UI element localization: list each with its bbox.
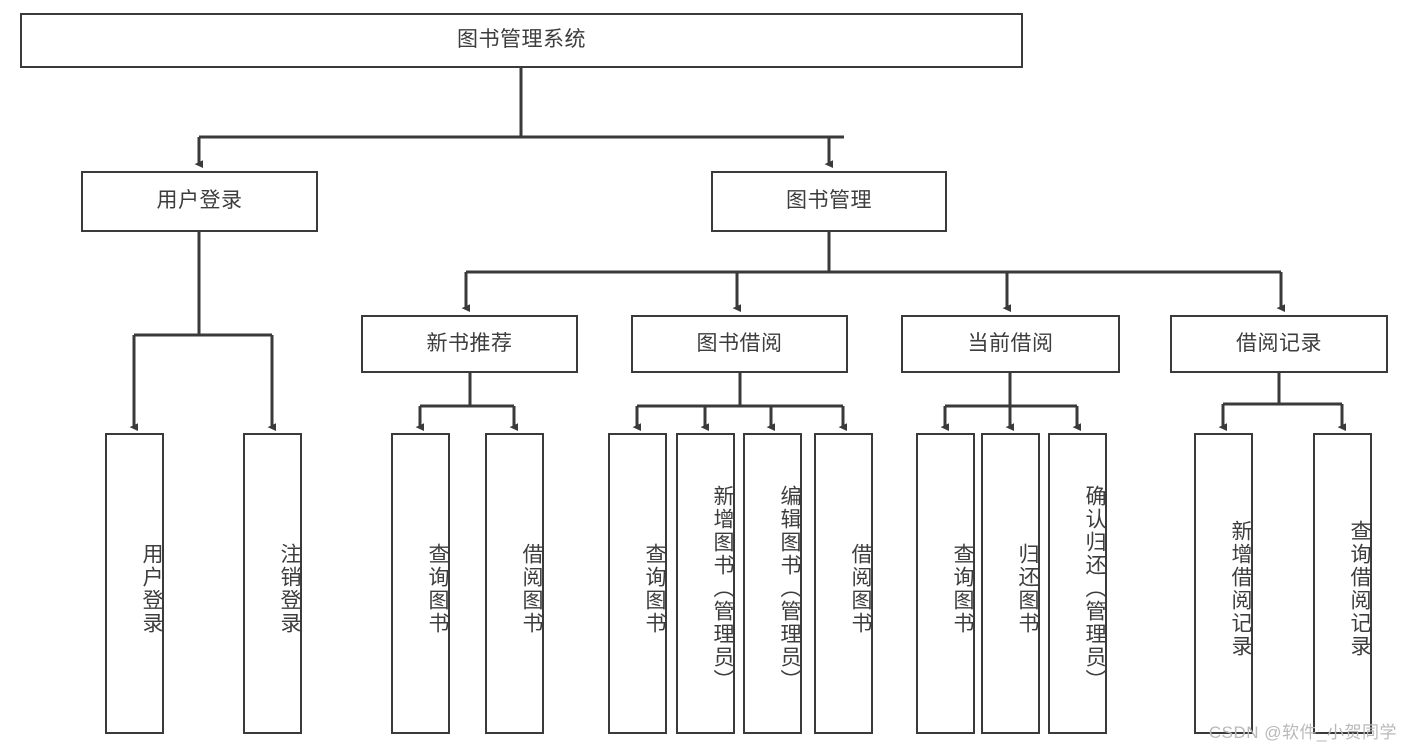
node-new-book-recommend-label: 新书推荐 [426,331,513,355]
node-leaf-edit-book-admin-label: 编辑图书（管理员） [778,485,801,692]
node-leaf-query-book-1-label: 查询图书 [426,542,449,635]
node-book-manage-label: 图书管理 [786,189,872,213]
node-book-borrow[interactable]: 图书借阅 [631,315,848,373]
node-leaf-add-book-admin[interactable]: 新增图书（管理员） [676,433,735,734]
node-leaf-add-borrow-record[interactable]: 新增借阅记录 [1194,433,1253,734]
node-leaf-query-borrow-record-label: 查询借阅记录 [1348,519,1371,658]
node-leaf-borrow-book-1-label: 借阅图书 [520,542,543,635]
node-leaf-query-book-2[interactable]: 查询图书 [608,433,667,734]
node-leaf-query-book-3-label: 查询图书 [951,542,974,635]
node-leaf-user-login-label: 用户登录 [140,542,163,635]
node-leaf-confirm-return-admin-label: 确认归还（管理员） [1083,485,1106,692]
node-leaf-add-borrow-record-label: 新增借阅记录 [1229,519,1252,658]
node-leaf-query-book-3[interactable]: 查询图书 [916,433,975,734]
node-leaf-borrow-book-2-label: 借阅图书 [849,542,872,635]
node-current-borrow-label: 当前借阅 [967,331,1054,355]
node-book-borrow-label: 图书借阅 [696,331,783,355]
node-leaf-return-book[interactable]: 归还图书 [981,433,1040,734]
node-leaf-edit-book-admin[interactable]: 编辑图书（管理员） [743,433,802,734]
node-leaf-return-book-label: 归还图书 [1016,542,1039,635]
node-leaf-user-login[interactable]: 用户登录 [105,433,164,734]
node-leaf-confirm-return-admin[interactable]: 确认归还（管理员） [1048,433,1107,734]
node-new-book-recommend[interactable]: 新书推荐 [361,315,578,373]
node-root-label: 图书管理系统 [457,28,586,52]
node-leaf-borrow-book-1[interactable]: 借阅图书 [485,433,544,734]
node-leaf-query-borrow-record[interactable]: 查询借阅记录 [1313,433,1372,734]
node-user-login-label: 用户登录 [156,189,243,213]
node-user-login[interactable]: 用户登录 [81,171,318,232]
node-leaf-borrow-book-2[interactable]: 借阅图书 [814,433,873,734]
node-current-borrow[interactable]: 当前借阅 [901,315,1120,373]
node-borrow-record-label: 借阅记录 [1236,331,1322,355]
node-root[interactable]: 图书管理系统 [20,13,1023,68]
node-leaf-query-book-2-label: 查询图书 [643,542,666,635]
node-leaf-user-logout[interactable]: 注销登录 [243,433,302,734]
node-leaf-query-book-1[interactable]: 查询图书 [391,433,450,734]
node-book-manage[interactable]: 图书管理 [711,171,947,232]
node-borrow-record[interactable]: 借阅记录 [1170,315,1388,373]
csdn-watermark: CSDN @软件_小贺同学 [1208,723,1397,742]
node-leaf-add-book-admin-label: 新增图书（管理员） [711,485,734,692]
node-leaf-user-logout-label: 注销登录 [278,542,301,635]
